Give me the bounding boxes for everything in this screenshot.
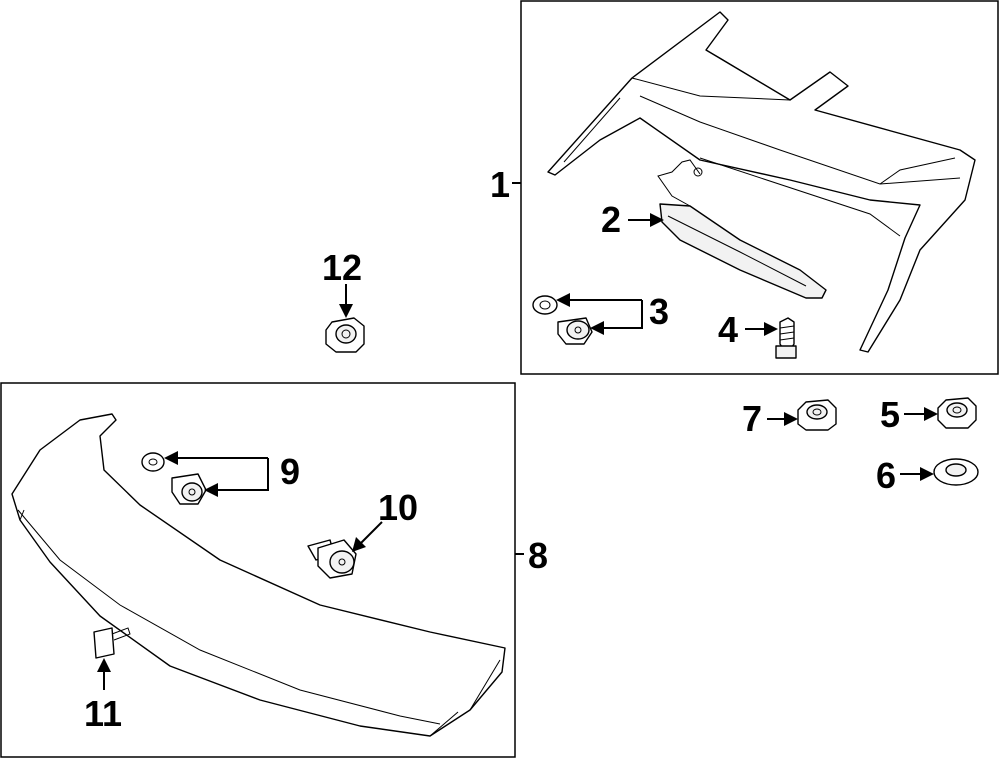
callout-6-label: 6	[876, 455, 896, 496]
callout-2-label: 2	[601, 199, 621, 240]
callout-9-label: 9	[280, 451, 300, 492]
callout-3-arrowhead-a	[556, 293, 570, 307]
callout-10-leader	[359, 521, 383, 545]
clip-part-10[interactable]	[307, 539, 357, 579]
callout-9-arrowhead-a	[164, 451, 178, 465]
callout-10-arrowhead	[352, 537, 366, 552]
callout-4-arrowhead	[764, 322, 778, 336]
callout-9-arrowhead-b	[204, 483, 218, 497]
callout-3-leader	[566, 299, 643, 329]
callout-12-arrowhead	[339, 304, 353, 318]
grommet-clip-part-3[interactable]	[532, 295, 593, 345]
callout-12-label: 12	[322, 247, 362, 288]
nut-part-12[interactable]	[325, 317, 365, 353]
callout-2-arrowhead	[650, 213, 664, 227]
callout-7-label: 7	[742, 398, 762, 439]
callout-5-arrowhead	[924, 407, 938, 421]
spoiler-assembly-part[interactable]	[547, 11, 976, 353]
inset-frame-spoiler-assembly	[520, 0, 999, 375]
callout-10-label: 10	[378, 487, 418, 528]
grommet-clip-part-9[interactable]	[141, 452, 207, 505]
callout-6-arrowhead	[920, 467, 934, 481]
flange-nut-part-7[interactable]	[797, 399, 837, 431]
callout-4-label: 4	[718, 309, 738, 350]
callout-8-label: 8	[528, 535, 548, 576]
callout-3-arrowhead-b	[590, 321, 604, 335]
callout-11-arrowhead	[97, 658, 111, 672]
callout-5-label: 5	[880, 394, 900, 435]
callout-3-label: 3	[649, 291, 669, 332]
nut-part-5[interactable]	[937, 397, 977, 429]
spoiler-cover-part[interactable]	[11, 413, 506, 737]
callout-1-label: 1	[490, 164, 510, 205]
callout-9-leader	[174, 457, 269, 491]
inset-frame-spoiler-cover	[0, 382, 516, 758]
bracket-part-11[interactable]	[93, 627, 131, 659]
high-mount-stop-lamp-part[interactable]	[657, 159, 827, 299]
callout-7-arrowhead	[784, 412, 798, 426]
washer-part-6[interactable]	[933, 458, 979, 486]
screw-part-4[interactable]	[775, 317, 797, 359]
callout-11-label: 11	[84, 693, 122, 734]
